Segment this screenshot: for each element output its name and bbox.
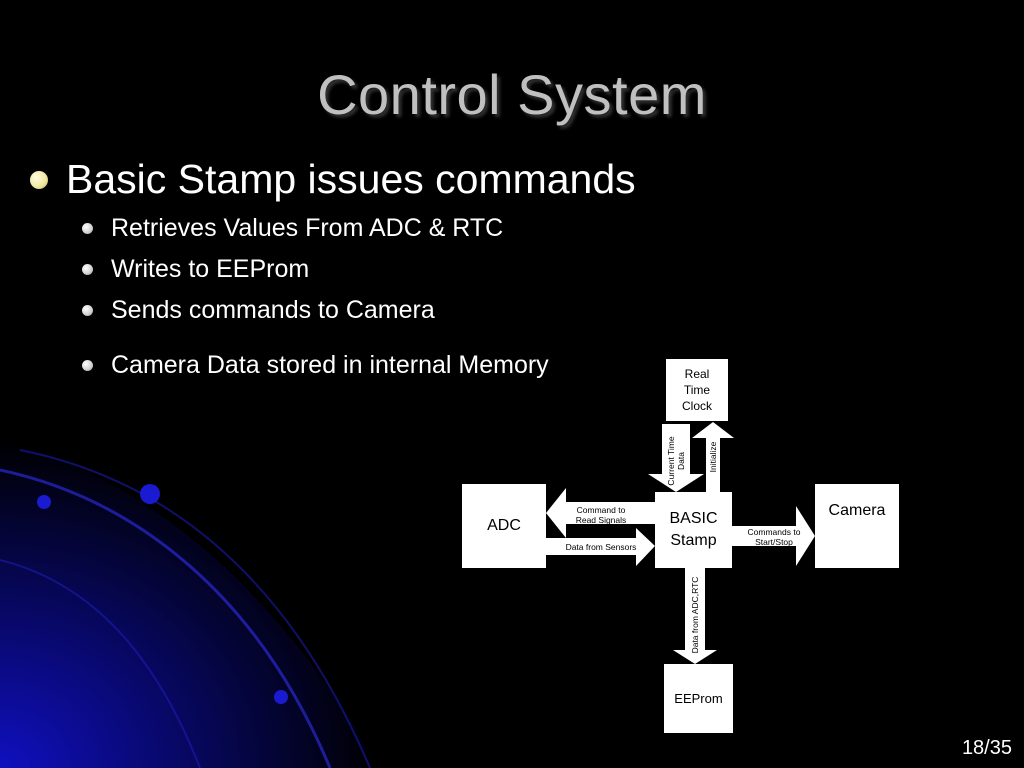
arrow-label-current-time: Current Time Data — [666, 436, 686, 486]
sub-bullet: Retrieves Values From ADC & RTC — [82, 214, 503, 243]
adc-label: ADC — [487, 517, 521, 534]
sub-bullet: Sends commands to Camera — [82, 296, 435, 325]
arrow-rtc-to-stamp — [648, 424, 704, 492]
arrow-label-data-adc-rtc: Data from ADC,RTC — [690, 576, 700, 654]
arrow-label-command-read: Command to Read Signals — [575, 505, 627, 525]
sub-bullet-text: Writes to EEProm — [111, 255, 310, 283]
bullet-icon — [82, 223, 93, 234]
slide-title: Control System — [317, 63, 707, 126]
sub-bullet-text: Camera Data stored in internal Memory — [111, 351, 549, 379]
arrow-label-initialize: Initialize — [708, 441, 718, 473]
main-bullet: Basic Stamp issues commands — [30, 156, 636, 203]
sub-bullet-text: Sends commands to Camera — [111, 296, 435, 324]
main-bullet-text: Basic Stamp issues commands — [66, 156, 636, 202]
arrow-stamp-to-camera — [732, 506, 815, 566]
sub-bullet: Writes to EEProm — [82, 255, 309, 284]
arrow-adc-to-stamp — [546, 528, 655, 566]
bullet-icon — [82, 360, 93, 371]
eeprom-label: EEProm — [674, 691, 723, 706]
adc-box: ADC — [462, 484, 546, 568]
arrow-stamp-to-adc — [546, 488, 655, 538]
camera-label: Camera — [828, 502, 886, 519]
bullet-icon — [30, 170, 48, 189]
rtc-box: Real Time Clock — [666, 359, 728, 421]
bullet-icon — [82, 305, 93, 316]
camera-box: Camera — [815, 484, 899, 568]
arrow-label-commands-camera: Commands to Start/Stop — [747, 527, 801, 547]
eeprom-box: EEProm — [664, 664, 733, 733]
rtc-label: Real Time Clock — [681, 367, 712, 413]
arrow-stamp-to-rtc — [692, 422, 734, 492]
stamp-box: BASIC Stamp — [655, 492, 732, 568]
arrow-stamp-to-eeprom — [673, 568, 717, 664]
arrow-label-data-sensors: Data from Sensors — [565, 542, 637, 552]
stamp-label: BASIC Stamp — [669, 510, 718, 549]
bullet-icon — [82, 264, 93, 275]
page-number: 18/35 — [961, 737, 1012, 759]
sub-bullet: Camera Data stored in internal Memory — [82, 351, 549, 380]
sub-bullet-text: Retrieves Values From ADC & RTC — [111, 214, 504, 242]
